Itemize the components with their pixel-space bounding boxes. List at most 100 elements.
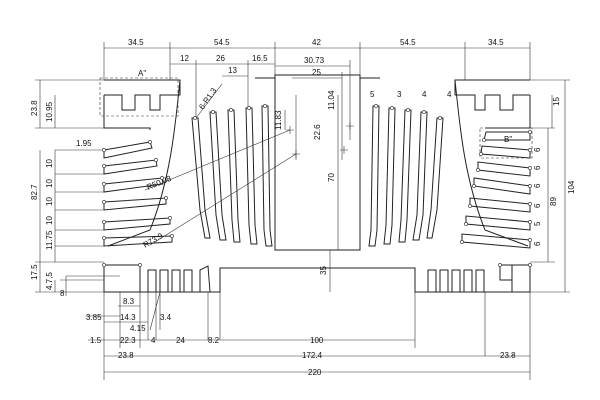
vertex-marker	[460, 240, 464, 244]
vertex-marker	[193, 116, 197, 120]
dim-10-c: 10	[45, 197, 54, 206]
dim-13: 13	[228, 66, 237, 75]
dim-14-3: 14.3	[120, 313, 136, 322]
vertex-marker	[247, 106, 251, 110]
dim-35: 35	[319, 266, 328, 275]
vertex-marker	[102, 236, 106, 240]
note-r73-9: R73.9	[142, 231, 165, 250]
dim-4-15: 4.15	[130, 324, 146, 333]
detail-label-a: A"	[138, 69, 146, 78]
pitch-5: 5	[370, 90, 375, 99]
dim-30-73: 30.73	[304, 56, 325, 65]
right-dimension-labels: 15 104 89	[549, 97, 576, 206]
dim-12: 12	[180, 54, 189, 63]
dim-24: 24	[176, 336, 185, 345]
right-fin-6-e: 6	[533, 241, 542, 246]
dim-8-3: 8.3	[123, 297, 135, 306]
vertex-marker	[528, 263, 532, 267]
dim-10-a: 10	[45, 159, 54, 168]
right-fin-6-d: 6	[533, 203, 542, 208]
dim-23-8-bottom-left: 23.8	[118, 351, 134, 360]
dim-10-d: 10	[45, 216, 54, 225]
vertex-marker	[211, 110, 215, 114]
dim-82-7: 82.7	[30, 184, 39, 200]
dim-23-8-left: 23.8	[30, 100, 39, 116]
dim-4: 4	[151, 336, 156, 345]
vertex-marker	[528, 130, 532, 134]
vertex-marker	[160, 176, 164, 180]
pitch-4-a: 4	[422, 90, 427, 99]
bottom-dimension-labels: 8.3 14.3 3.85 4.15 3.4 1.5 22.3 4 24 8.2…	[86, 297, 516, 377]
vertex-marker	[406, 108, 410, 112]
dim-top-34-5-left: 34.5	[128, 38, 144, 47]
vertex-marker	[374, 104, 378, 108]
dim-11-04: 11.04	[327, 90, 336, 110]
vertex-marker	[148, 140, 152, 144]
vertex-marker	[528, 166, 532, 170]
dim-8: 8	[60, 289, 65, 298]
vertex-marker	[464, 222, 468, 226]
vertex-marker	[102, 164, 106, 168]
dim-104: 104	[567, 180, 576, 194]
dim-26: 26	[216, 54, 225, 63]
dim-top-42: 42	[312, 38, 321, 47]
note-6-r1-3: 6-R1.3	[197, 86, 218, 111]
dim-15: 15	[552, 97, 561, 106]
right-fin-6-c: 6	[533, 183, 542, 188]
detail-frames: A" B"	[99, 69, 533, 159]
dim-16-5: 16.5	[252, 54, 268, 63]
vertex-marker	[164, 196, 168, 200]
vertex-marker	[102, 263, 106, 267]
dim-top-34-5-right: 34.5	[488, 38, 504, 47]
vertex-marker	[102, 200, 106, 204]
left-dimension-labels: 23.8 10.95 1.95 82.7 10 10 10 10 11.75 1…	[30, 100, 92, 298]
dim-top-54-5-left: 54.5	[214, 38, 230, 47]
dim-17-5: 17.5	[30, 264, 39, 280]
vertex-marker	[482, 138, 486, 142]
dim-23-8-bottom-right: 23.8	[500, 351, 516, 360]
vertex-marker	[102, 220, 106, 224]
vertex-marker	[528, 184, 532, 188]
dim-22-6: 22.6	[313, 124, 322, 140]
vertex-marker	[468, 204, 472, 208]
fin-pitch-labels: 5 3 4 4 6 6 6 6 5 6	[370, 90, 542, 246]
pitch-3: 3	[397, 90, 402, 99]
center-dimension-labels: 11.83 22.6 11.04 70 35	[274, 90, 336, 275]
vertex-marker	[479, 152, 483, 156]
dim-70: 70	[327, 173, 336, 182]
dim-1-95: 1.95	[76, 139, 92, 148]
dim-top-54-5-right: 54.5	[400, 38, 416, 47]
detail-label-b: B"	[504, 135, 512, 144]
right-fin-6-a: 6	[533, 147, 542, 152]
dim-8-2: 8.2	[208, 336, 220, 345]
vertex-marker	[472, 184, 476, 188]
outline-markers	[102, 104, 532, 267]
vertex-marker	[498, 263, 502, 267]
vertex-marker	[154, 158, 158, 162]
dim-89: 89	[549, 197, 558, 206]
vertex-marker	[263, 104, 267, 108]
dim-10-95: 10.95	[45, 101, 54, 122]
dim-220: 220	[308, 368, 322, 377]
vertex-marker	[168, 216, 172, 220]
vertex-marker	[528, 238, 532, 242]
vertex-marker	[422, 110, 426, 114]
dim-3-85: 3.85	[86, 313, 102, 322]
note-r50-08: R50.08	[145, 174, 173, 192]
pitch-4-b: 4	[447, 90, 452, 99]
right-fin-5: 5	[533, 221, 542, 226]
vertex-marker	[528, 220, 532, 224]
vertex-marker	[528, 202, 532, 206]
dim-22-3: 22.3	[120, 336, 136, 345]
dim-11-83: 11.83	[274, 110, 283, 130]
vertex-marker	[476, 168, 480, 172]
dim-100: 100	[310, 336, 324, 345]
vertex-marker	[438, 116, 442, 120]
dim-172-4: 172.4	[302, 351, 323, 360]
right-fin-6-b: 6	[533, 165, 542, 170]
vertex-marker	[138, 263, 142, 267]
dim-10-b: 10	[45, 179, 54, 188]
vertex-marker	[102, 148, 106, 152]
vertex-marker	[390, 106, 394, 110]
